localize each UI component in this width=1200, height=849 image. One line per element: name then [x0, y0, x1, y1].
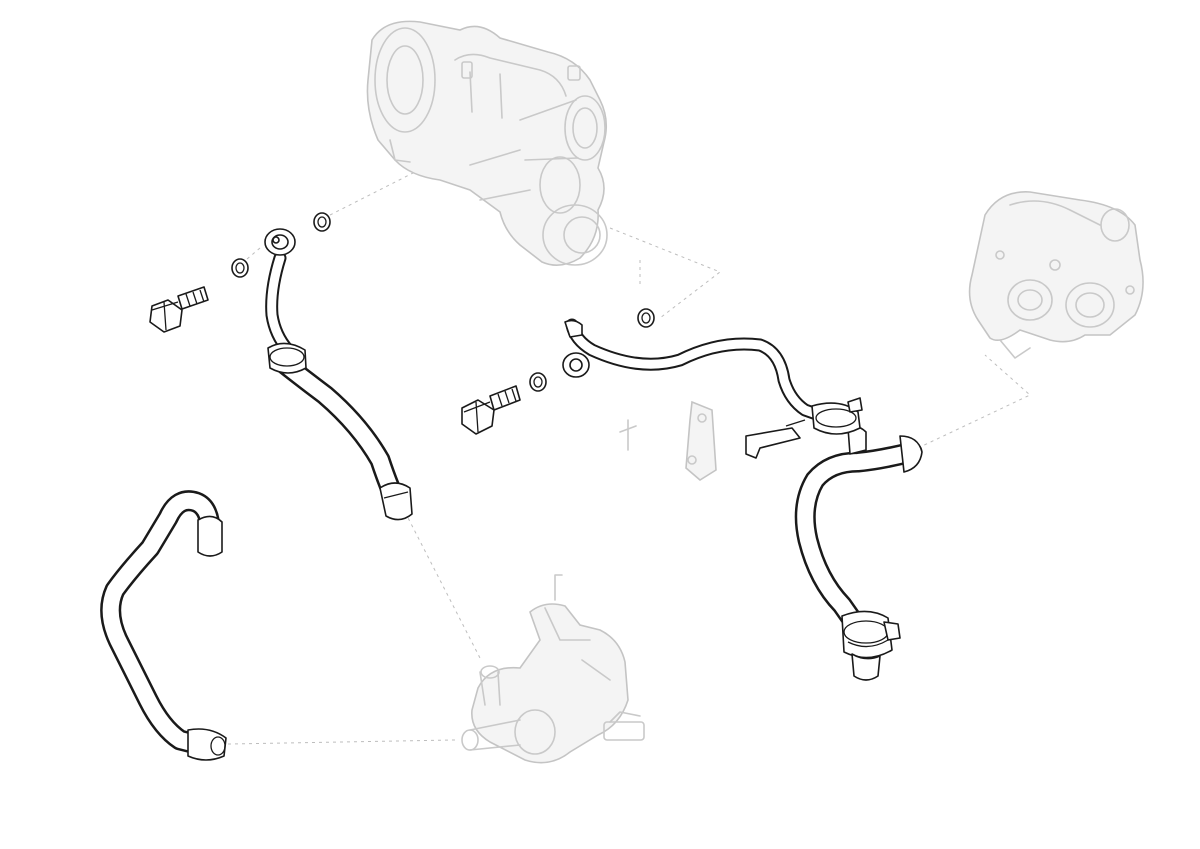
turbocharger: [366, 20, 608, 266]
banjo-bolt: [149, 286, 209, 333]
coolant-hose-upper: [794, 425, 923, 636]
hose-clamp: [811, 397, 863, 435]
thermostat-housing: [968, 191, 1144, 359]
sealing-ring: [313, 212, 331, 232]
coolant-return-line: [562, 318, 829, 459]
banjo-fitting-upper: [264, 228, 296, 256]
sealing-ring: [231, 258, 249, 278]
auxiliary-water-pump: [461, 574, 645, 764]
banjo-bolt: [461, 385, 521, 435]
coolant-feed-line: [265, 251, 413, 521]
hose-clamp: [841, 610, 901, 681]
sealing-ring: [637, 308, 655, 328]
bracket: [619, 400, 717, 481]
coolant-hose-lower: [100, 490, 227, 761]
sealing-ring: [529, 372, 547, 392]
